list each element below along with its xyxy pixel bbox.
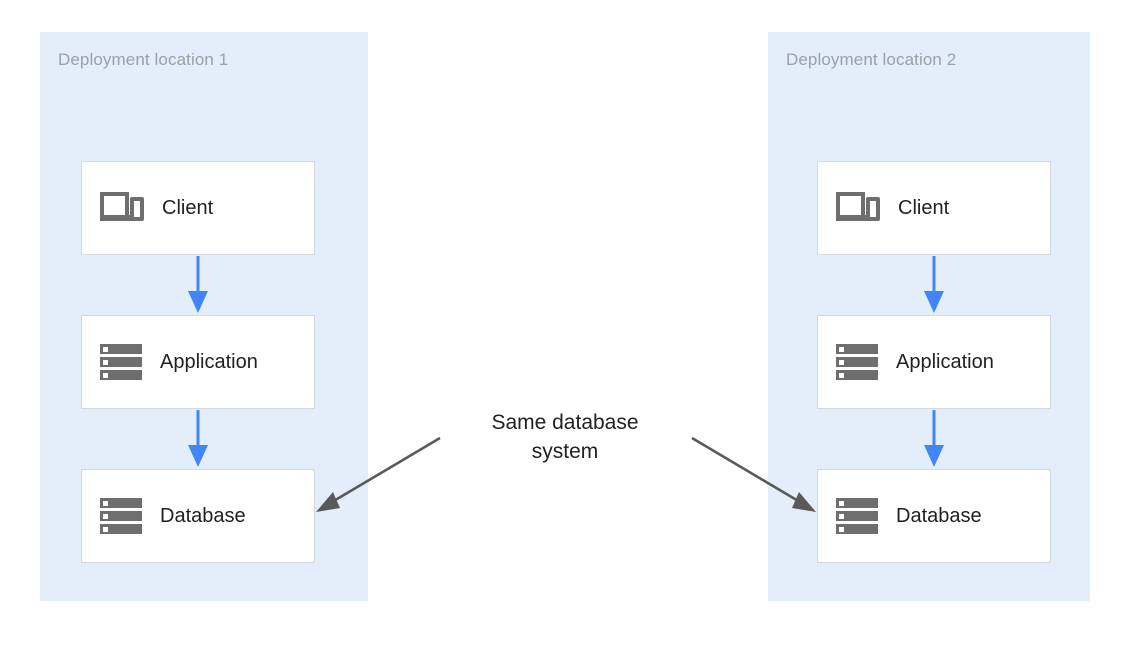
node-label-client-location-1: Client bbox=[162, 196, 214, 219]
server-stack-icon bbox=[836, 495, 878, 537]
node-database-location-2[interactable]: Database bbox=[817, 469, 1051, 563]
node-label-application-location-1: Application bbox=[160, 350, 258, 373]
node-label-client-location-2: Client bbox=[898, 196, 950, 219]
server-stack-icon bbox=[100, 495, 142, 537]
annotation-line-2: system bbox=[531, 440, 599, 463]
server-stack-icon bbox=[836, 341, 878, 383]
panel-title-deployment-location-2: Deployment location 2 bbox=[786, 50, 957, 69]
node-client-location-2[interactable]: Client bbox=[817, 161, 1051, 255]
node-label-database-location-2: Database bbox=[896, 504, 982, 527]
server-stack-icon bbox=[100, 341, 142, 383]
node-client-location-1[interactable]: Client bbox=[81, 161, 315, 255]
annotation-line-1: Same database bbox=[491, 411, 639, 434]
annotation-same-database-system: Same database system bbox=[455, 408, 675, 466]
panel-title-deployment-location-1: Deployment location 1 bbox=[58, 50, 229, 69]
node-application-location-2[interactable]: Application bbox=[817, 315, 1051, 409]
node-application-location-1[interactable]: Application bbox=[81, 315, 315, 409]
node-database-location-1[interactable]: Database bbox=[81, 469, 315, 563]
node-label-application-location-2: Application bbox=[896, 350, 994, 373]
client-devices-icon bbox=[836, 188, 880, 228]
node-label-database-location-1: Database bbox=[160, 504, 246, 527]
client-devices-icon bbox=[100, 188, 144, 228]
